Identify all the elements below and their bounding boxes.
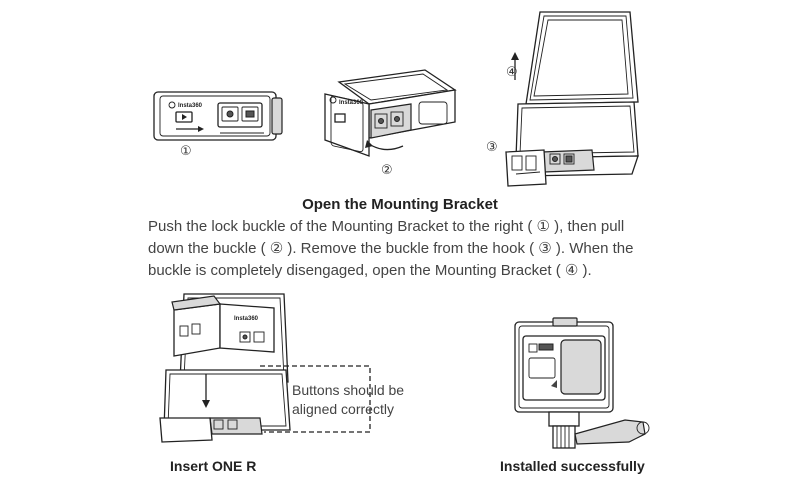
step-2-figure: Insta360 ② — [324, 69, 457, 178]
step-2-marker: ② — [381, 163, 393, 178]
brand-label: Insta360 — [178, 103, 203, 109]
installed-figure — [514, 317, 650, 449]
step-3-4-figure: ④ ③ — [486, 11, 639, 187]
svg-text:Insta360: Insta360 — [234, 316, 259, 322]
step-1-figure: Insta360 ① — [153, 91, 283, 159]
insert-label: Insert ONE R — [170, 458, 257, 474]
installed-label: Installed successfully — [500, 458, 645, 474]
svg-text:Insta360: Insta360 — [339, 100, 364, 106]
instructions-text: Push the lock buckle of the Mounting Bra… — [148, 218, 634, 279]
alignment-callout: Buttons should be aligned correctly — [292, 382, 405, 417]
step-3-marker: ③ — [486, 140, 498, 155]
step-4-marker: ④ — [506, 65, 518, 80]
section-title: Open the Mounting Bracket — [302, 196, 498, 213]
insert-camera-figure: Insta360 — [159, 293, 371, 443]
step-1-marker: ① — [180, 144, 192, 159]
